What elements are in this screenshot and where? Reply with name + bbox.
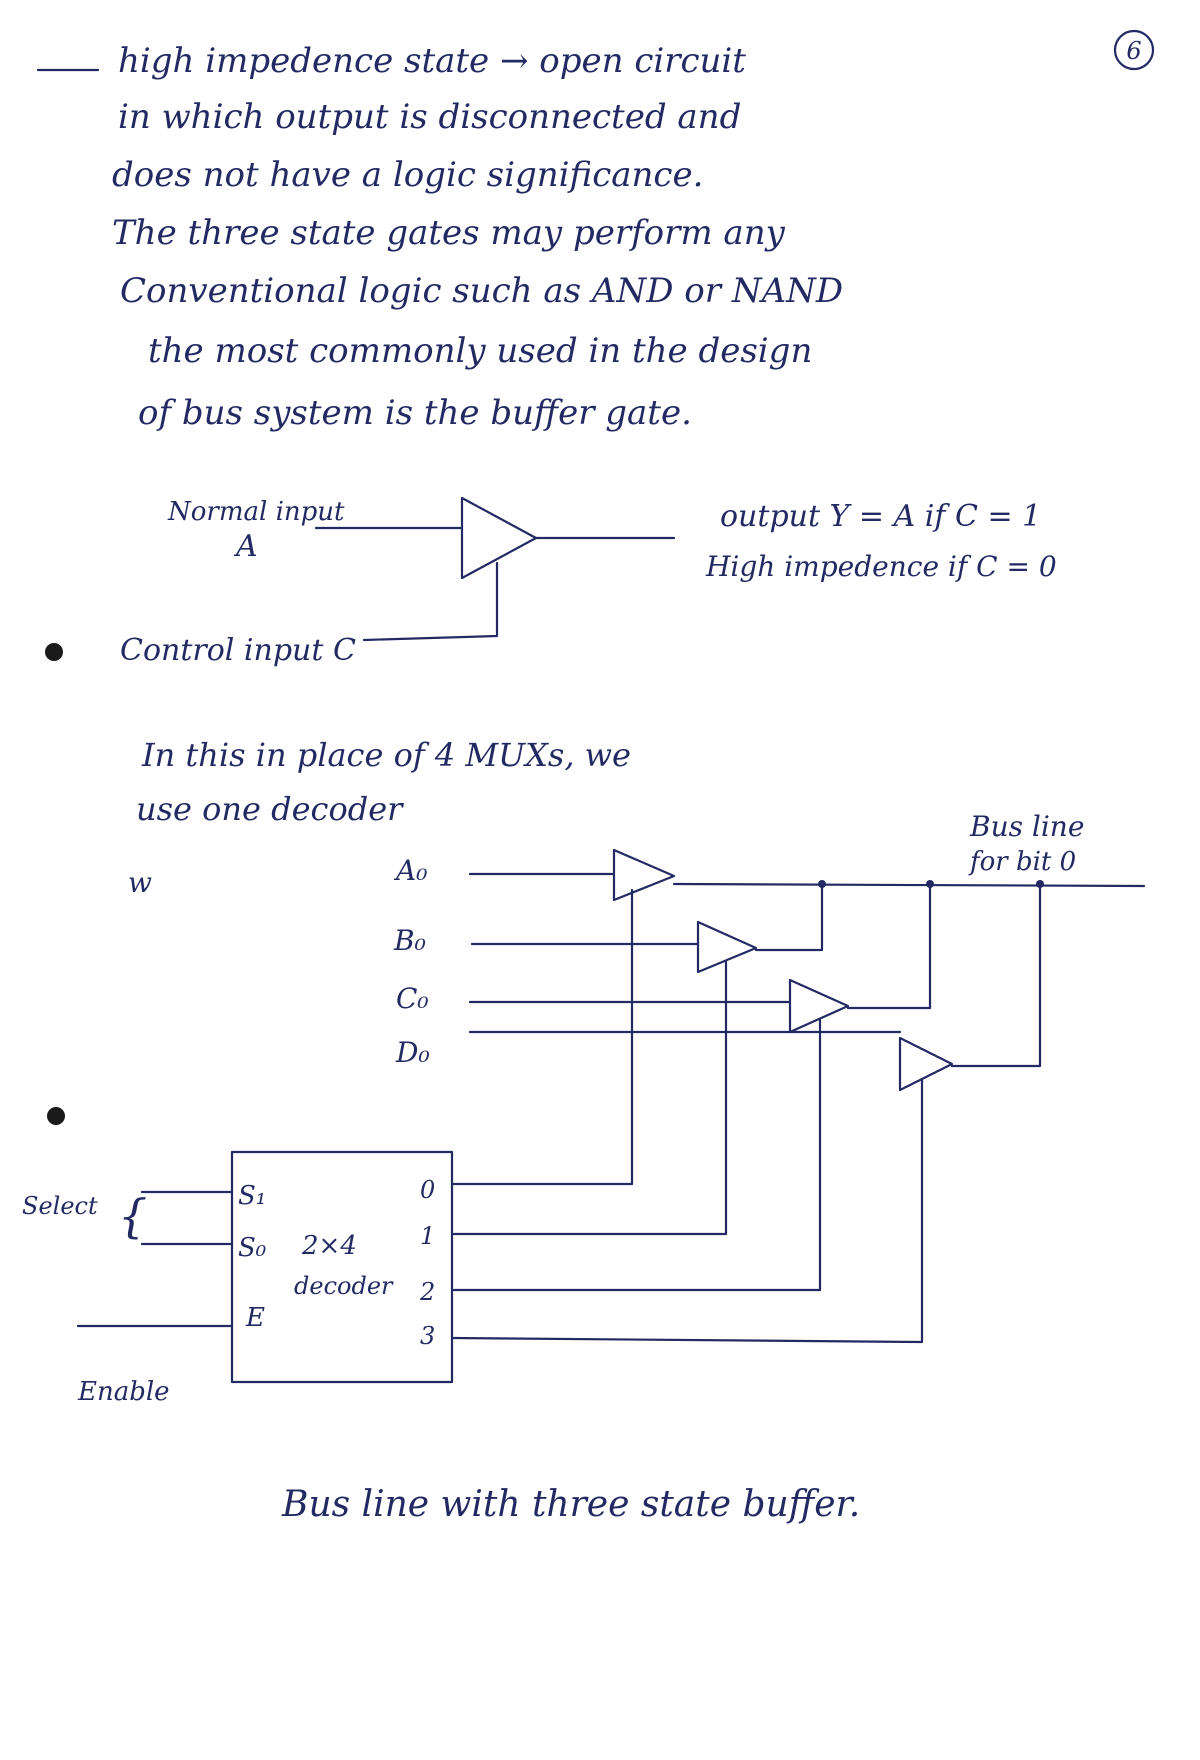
buffer-b0-icon — [696, 920, 758, 974]
buffer-a0-icon — [612, 848, 676, 902]
buffer-gate-icon — [460, 496, 538, 580]
decoder-wire-0 — [450, 888, 634, 1186]
buffer-control-wire — [362, 561, 499, 642]
paragraph-line-2: in which output is disconnected and — [118, 97, 741, 137]
return-b0 — [754, 882, 824, 952]
decoder-wire-2 — [450, 1018, 822, 1292]
junction-d0 — [1036, 880, 1044, 888]
enable-label: Enable — [77, 1377, 170, 1407]
decoder-box — [230, 1150, 454, 1384]
return-d0 — [950, 882, 1042, 1068]
decoder-output-3: 3 — [420, 1322, 435, 1350]
decoder-input-s0: S₀ — [238, 1233, 267, 1263]
normal-input-var: A — [233, 529, 258, 564]
note-line-1: In this in place of 4 MUXs, we — [141, 736, 631, 774]
input-label-d0: D₀ — [395, 1036, 430, 1069]
buffer-c0-icon — [788, 978, 850, 1034]
paragraph-line-7: of bus system is the buffer gate. — [138, 393, 692, 433]
select-brace: { — [118, 1189, 147, 1243]
decoder-wire-1 — [450, 960, 728, 1236]
paragraph-line-3: does not have a logic significance. — [112, 155, 703, 195]
paragraph-line-1: high impedence state → open circuit — [118, 41, 746, 81]
junction-b0 — [818, 880, 826, 888]
paragraph-line-5: Conventional logic such as AND or NAND — [120, 271, 843, 311]
select-label: Select — [22, 1192, 98, 1220]
buffer-d0-icon — [898, 1036, 954, 1092]
page-number: 6 — [1126, 37, 1141, 65]
paragraph-line-4: The three state gates may perform any — [112, 213, 786, 253]
decoder-name-2: decoder — [294, 1272, 394, 1300]
decoder-name-1: 2×4 — [301, 1231, 357, 1261]
figure-caption: Bus line with three state buffer. — [281, 1484, 860, 1525]
side-mark-w: w — [128, 866, 152, 899]
bullet-dot-2 — [47, 1107, 65, 1125]
bullet-dot-1 — [45, 643, 63, 661]
note-line-2: use one decoder — [136, 790, 404, 828]
input-label-a0: A₀ — [393, 854, 427, 887]
input-label-b0: B₀ — [393, 924, 426, 957]
buffer-output-line-2: High impedence if C = 0 — [705, 550, 1057, 583]
decoder-output-2: 2 — [419, 1278, 435, 1306]
buffer-output-line-1: output Y = A if C = 1 — [720, 499, 1041, 534]
input-label-c0: C₀ — [396, 982, 429, 1015]
paragraph-line-6: the most commonly used in the design — [148, 331, 812, 371]
decoder-output-0: 0 — [420, 1176, 435, 1204]
bus-line — [672, 882, 1146, 888]
control-input-label: Control input C — [120, 633, 356, 668]
bus-line-label-2: for bit 0 — [968, 847, 1076, 877]
page-number-circle — [1113, 29, 1155, 71]
decoder-output-1: 1 — [420, 1222, 435, 1250]
bus-line-label-1: Bus line — [969, 810, 1084, 843]
return-c0 — [846, 882, 932, 1010]
decoder-wire-3 — [450, 1078, 924, 1344]
normal-input-label: Normal input — [167, 497, 345, 527]
junction-c0 — [926, 880, 934, 888]
decoder-input-s1: S₁ — [238, 1181, 266, 1211]
decoder-input-e: E — [245, 1303, 265, 1333]
